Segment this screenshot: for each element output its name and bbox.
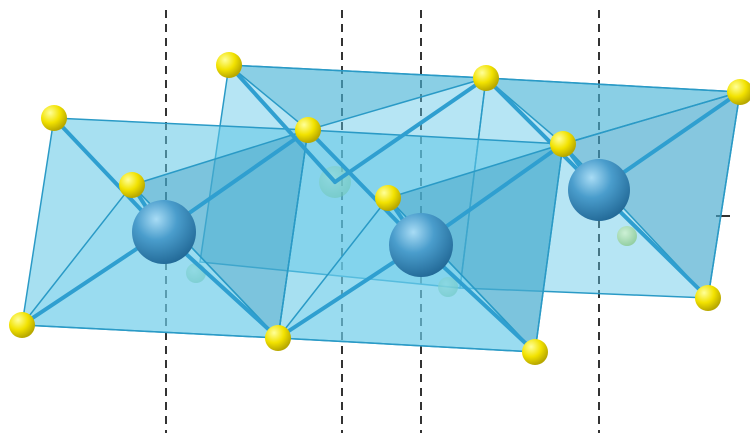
octahedron-3-face bbox=[561, 90, 741, 300]
anion-atom bbox=[522, 339, 548, 365]
anion-atom bbox=[375, 185, 401, 211]
cation-atoms bbox=[132, 159, 630, 277]
anion-atom bbox=[119, 172, 145, 198]
anion-atom bbox=[9, 312, 35, 338]
anion-atom bbox=[695, 285, 721, 311]
cation-atom bbox=[132, 200, 196, 264]
anion-atom bbox=[550, 131, 576, 157]
anion-atom bbox=[473, 65, 499, 91]
octahedron-2-face bbox=[276, 196, 537, 353]
anion-atom bbox=[727, 79, 750, 105]
cation-atom bbox=[568, 159, 630, 221]
octahedron-back-face bbox=[226, 64, 487, 131]
hidden-atom bbox=[617, 226, 637, 246]
octahedron-1-face bbox=[20, 183, 280, 339]
anion-atoms bbox=[9, 52, 750, 365]
anion-atom bbox=[216, 52, 242, 78]
anion-atom bbox=[41, 105, 67, 131]
bond bbox=[333, 76, 488, 184]
cation-atom bbox=[389, 213, 453, 277]
bond bbox=[227, 63, 337, 184]
anion-atom bbox=[295, 117, 321, 143]
anion-atom bbox=[265, 325, 291, 351]
